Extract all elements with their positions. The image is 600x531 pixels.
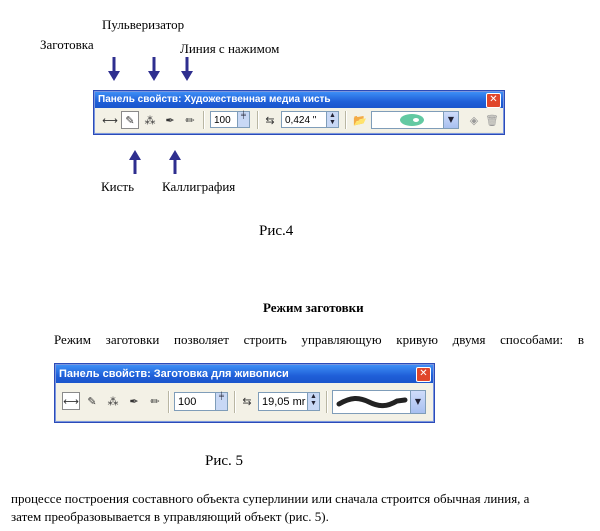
smoothing-input[interactable]: 100 ╪	[210, 111, 250, 128]
section-title: Режим заготовки	[263, 300, 364, 315]
preset-mode-icon[interactable]: ⟷	[62, 392, 80, 410]
delete-icon[interactable]: 🗑	[485, 113, 499, 127]
toolbar-separator	[168, 391, 170, 413]
label-spray: Пульверизатор	[102, 17, 185, 32]
property-bar-title-text: Панель свойств: Художественная медиа кис…	[98, 94, 331, 105]
spin-arrows-icon[interactable]: ▲▼	[307, 393, 319, 410]
width-icon: ⇆	[242, 394, 252, 408]
smoothing-value: 100	[214, 115, 231, 126]
stroke-preview-icon	[336, 396, 408, 409]
stroke-list-combo[interactable]: ▼	[332, 390, 426, 414]
toolbar-separator	[203, 111, 205, 129]
preset-mode-icon[interactable]: ⟷	[102, 113, 118, 127]
toolbar-separator	[326, 391, 328, 413]
label-calligraphy: Каллиграфия	[162, 179, 236, 194]
stroke-width-value: 19,05 mr	[262, 396, 306, 408]
property-bar-title-text: Панель свойств: Заготовка для живописи	[59, 368, 289, 380]
toolbar-separator	[234, 391, 236, 413]
figure-caption-5: Рис. 5	[205, 453, 244, 469]
close-icon[interactable]: ✕	[486, 93, 501, 108]
property-bar-artistic-media: Панель свойств: Художественная медиа кис…	[94, 91, 504, 134]
toolbar-separator	[345, 111, 347, 129]
up-arrow-icon	[129, 150, 141, 174]
calligraphy-mode-icon[interactable]: ✒	[129, 394, 139, 408]
slider-toggle-icon[interactable]: ╪	[215, 393, 227, 410]
stroke-width-input[interactable]: 19,05 mr ▲▼	[258, 392, 320, 411]
paragraph-line: процессе построения составного объекта с…	[11, 491, 530, 506]
stroke-width-value: 0,424 "	[285, 115, 317, 126]
close-icon[interactable]: ✕	[416, 367, 431, 382]
sprayer-mode-icon[interactable]: ⁂	[107, 394, 119, 408]
chevron-down-icon[interactable]: ▼	[410, 391, 425, 413]
property-bar-tools: ⟷ ✎ ⁂ ✒ ✏ 100 ╪ ⇆ 19,05 mr ▲▼ ▼	[56, 383, 433, 420]
property-bar-title: Панель свойств: Художественная медиа кис…	[95, 92, 503, 108]
pressure-mode-icon[interactable]: ✏	[150, 394, 160, 408]
calligraphy-mode-icon[interactable]: ✒	[165, 113, 175, 127]
up-arrow-icon	[169, 150, 181, 174]
brush-mode-icon[interactable]: ✎	[87, 394, 97, 408]
spin-arrows-icon[interactable]: ▲▼	[326, 112, 338, 127]
paragraph-line: Режим заготовки позволяет строить управл…	[54, 332, 584, 347]
down-arrow-icon	[181, 57, 193, 81]
width-icon: ⇆	[265, 113, 275, 127]
property-bar-preset: Панель свойств: Заготовка для живописи ✕…	[55, 364, 434, 422]
stroke-list-combo[interactable]: ▼	[371, 111, 459, 129]
property-bar-tools: ⟷ ✎ ⁂ ✒ ✏ 100 ╪ ⇆ 0,424 " ▲▼ 📂 ▼ ◈ 🗑	[95, 108, 503, 132]
brush-mode-icon[interactable]: ✎	[121, 111, 139, 129]
toolbar-separator	[257, 111, 259, 129]
property-bar-title: Панель свойств: Заготовка для живописи ✕	[56, 365, 433, 383]
pressure-mode-icon[interactable]: ✏	[185, 113, 195, 127]
label-pressure-line: Линия с нажимом	[180, 41, 280, 56]
smoothing-value: 100	[178, 396, 197, 408]
open-file-icon[interactable]: 📂	[353, 113, 367, 127]
chevron-down-icon[interactable]: ▼	[443, 112, 458, 128]
label-brush: Кисть	[101, 179, 135, 194]
stroke-preview-icon	[400, 114, 424, 126]
down-arrow-icon	[108, 57, 120, 81]
save-stroke-icon[interactable]: ◈	[469, 113, 479, 127]
paragraph-line: затем преобразовывается в управляющий об…	[11, 509, 329, 524]
down-arrow-icon	[148, 57, 160, 81]
smoothing-input[interactable]: 100 ╪	[174, 392, 228, 411]
figure-caption-4: Рис.4	[259, 223, 294, 239]
sprayer-mode-icon[interactable]: ⁂	[144, 113, 156, 127]
stroke-width-input[interactable]: 0,424 " ▲▼	[281, 111, 339, 128]
label-preset: Заготовка	[40, 37, 94, 52]
slider-toggle-icon[interactable]: ╪	[237, 112, 249, 127]
